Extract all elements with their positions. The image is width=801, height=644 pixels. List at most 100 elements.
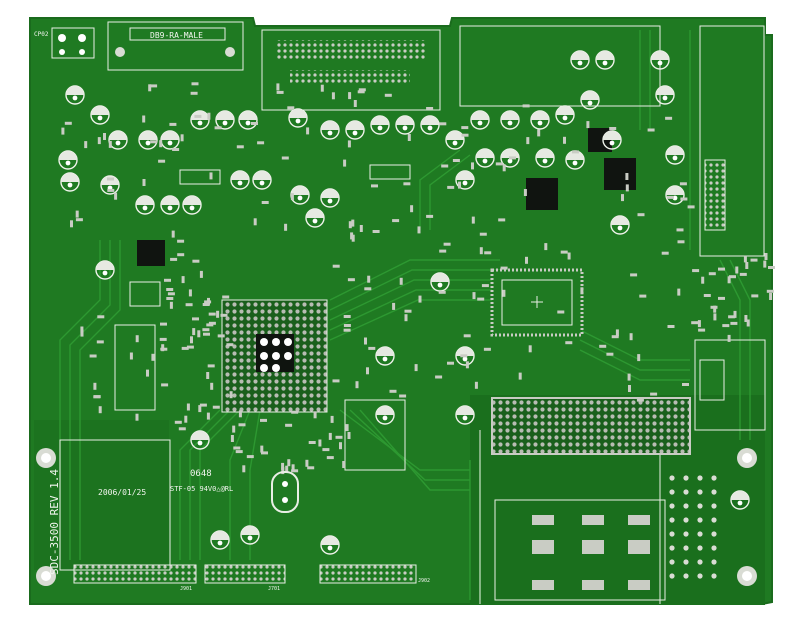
- smd-pad: [410, 205, 414, 213]
- smd-pad: [458, 181, 461, 189]
- smd-pad: [260, 418, 267, 422]
- smd-pad: [350, 232, 354, 240]
- via: [683, 503, 689, 509]
- capacitor: [420, 115, 440, 135]
- via-grid: [669, 475, 717, 579]
- smd-pad: [443, 242, 451, 246]
- smd-pad: [188, 289, 192, 297]
- smd-pad: [251, 122, 258, 125]
- smd-pad: [348, 221, 352, 229]
- capacitor: [320, 535, 340, 555]
- via: [711, 573, 717, 579]
- capacitor: [470, 110, 490, 130]
- smd-pad: [465, 361, 469, 369]
- smd-pad: [628, 385, 631, 392]
- smd-pad: [276, 90, 284, 94]
- smd-pad: [331, 92, 335, 100]
- capacitor: [375, 346, 395, 366]
- smd-pad: [461, 133, 469, 137]
- smd-pad: [291, 410, 299, 414]
- smd-pad: [680, 197, 688, 201]
- smd-pad: [713, 313, 717, 321]
- smd-pad: [89, 354, 97, 358]
- smd-pad: [766, 289, 774, 293]
- smd-pad: [522, 104, 530, 108]
- smd-pad: [710, 305, 718, 309]
- smd-pad: [235, 450, 243, 454]
- smd-pad: [389, 389, 397, 393]
- smd-pad: [701, 276, 705, 284]
- smd-pad: [169, 122, 177, 126]
- smd-pad: [343, 328, 351, 332]
- smd-pad: [484, 251, 492, 255]
- smd-pad: [207, 112, 211, 120]
- smd-pad: [320, 84, 324, 92]
- smd-pad: [502, 164, 506, 172]
- smd-pad: [199, 403, 207, 407]
- smd-pad: [481, 284, 489, 288]
- smd-pad: [97, 137, 101, 145]
- smd-pad: [198, 405, 202, 413]
- smd-pad: [639, 294, 647, 298]
- smd-pad: [330, 415, 334, 423]
- smd-pad: [230, 435, 234, 442]
- smd-pad: [150, 84, 158, 88]
- smd-pad: [166, 288, 174, 291]
- capacitor: [395, 115, 415, 135]
- db9-label: DB9-RA-MALE: [150, 31, 203, 40]
- smd-pad: [318, 439, 322, 447]
- smd-pad: [509, 156, 516, 160]
- smd-pad: [178, 427, 186, 431]
- smd-pad: [158, 159, 166, 163]
- pin-grid-connector: [491, 397, 691, 455]
- smd-pad: [285, 465, 289, 473]
- smd-pad: [580, 287, 584, 295]
- smd-pad: [399, 277, 403, 285]
- smd-pad: [129, 352, 133, 360]
- smd-pad: [98, 406, 102, 414]
- smd-pad: [281, 156, 289, 160]
- capacitor: [252, 170, 272, 190]
- smd-pad: [718, 296, 725, 300]
- smd-pad: [180, 134, 184, 142]
- capacitor: [90, 105, 110, 125]
- smd-pad: [348, 92, 352, 100]
- smd-pad: [625, 173, 629, 180]
- via: [669, 545, 675, 551]
- smd-pad: [404, 309, 412, 313]
- smd-pad: [703, 294, 711, 297]
- smd-pad: [495, 162, 503, 166]
- top-connector: [261, 29, 441, 111]
- smd-pad: [142, 179, 146, 186]
- smd-pad: [343, 159, 347, 167]
- ref-cp02: CP02: [34, 31, 49, 38]
- capacitor: [650, 50, 670, 70]
- smd-pad: [500, 266, 508, 270]
- smd-pad: [191, 82, 199, 86]
- smd-pad: [192, 317, 199, 321]
- capacitor: [238, 110, 258, 130]
- smd-pad: [718, 267, 725, 271]
- mounting-holes-top-left: [51, 27, 95, 59]
- smd-pad: [447, 361, 454, 365]
- smd-pad: [169, 301, 173, 309]
- capacitor: [138, 130, 158, 150]
- capacitor: [108, 130, 128, 150]
- mounting-holes: [36, 448, 757, 586]
- soic-parts: [114, 164, 411, 471]
- smd-pad: [650, 392, 658, 396]
- smd-pad: [345, 424, 349, 432]
- smd-pad: [359, 225, 363, 232]
- smd-pad: [606, 352, 614, 356]
- smd-pad: [728, 315, 736, 319]
- smd-pad: [167, 292, 175, 296]
- capacitor: [160, 130, 180, 150]
- smd-pad: [439, 249, 447, 253]
- smd-pad: [238, 410, 242, 418]
- capacitor: [730, 490, 750, 510]
- smd-pad: [746, 319, 750, 327]
- smd-pad: [177, 253, 185, 257]
- capacitor: [455, 346, 475, 366]
- smd-pad: [417, 226, 421, 234]
